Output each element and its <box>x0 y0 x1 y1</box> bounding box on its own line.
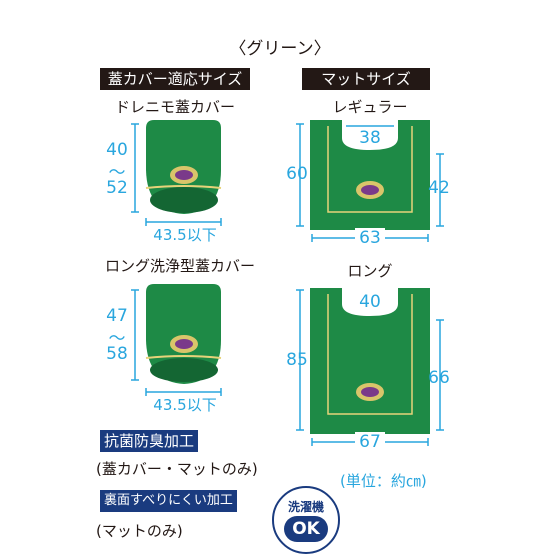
lid1-height-top: 40 <box>106 140 128 160</box>
lid1-label: ドレニモ蓋カバー <box>114 98 235 116</box>
lid-size-header: 蓋カバー適応サイズ <box>100 68 250 90</box>
mat-size-header: マットサイズ <box>302 68 430 90</box>
page-title: 〈グリーン〉 <box>229 39 331 59</box>
mat-long <box>310 288 430 434</box>
mat2-height: 85 <box>286 350 308 370</box>
mat1-label: レギュラー <box>332 98 408 116</box>
washing-machine-label: 洗濯機 <box>287 500 324 514</box>
antibacterial-badge: 抗菌防臭加工 <box>100 430 199 452</box>
non-slip-note: (マットのみ) <box>96 522 183 540</box>
lid-cover-long <box>145 284 222 384</box>
lid2-width: 43.5以下 <box>153 396 217 414</box>
mat2-height-line <box>296 289 304 431</box>
lid1-height-bottom: 52 <box>106 178 128 198</box>
lid2-height-line <box>131 289 139 381</box>
mat1-height-line <box>296 123 304 227</box>
lid1-width-line <box>145 218 222 226</box>
lid1-width: 43.5以下 <box>153 226 217 244</box>
lid1-height-line <box>131 123 139 213</box>
mat1-notch: 38 <box>359 128 381 148</box>
antibacterial-note: (蓋カバー・マットのみ) <box>96 460 258 478</box>
lid2-width-line <box>145 388 222 396</box>
lid2-label: ロング洗浄型蓋カバー <box>104 257 255 275</box>
lid1-height-tilde: ～ <box>108 163 126 183</box>
mat1-width: 63 <box>355 228 385 248</box>
mat2-notch: 40 <box>359 292 381 312</box>
non-slip-badge: 裏面すべりにくい加工 <box>100 490 237 512</box>
mat2-width: 67 <box>355 432 385 452</box>
lid2-height-bottom: 58 <box>106 344 128 364</box>
mat1-side-line <box>436 153 444 227</box>
mat2-label: ロング <box>347 262 393 280</box>
unit-note: (単位：約㎝) <box>340 472 427 490</box>
mat1-side: 42 <box>428 178 450 198</box>
mat2-side: 66 <box>428 368 450 388</box>
washing-machine-ok-seal: 洗濯機 OK <box>272 486 340 554</box>
lid2-height-tilde: ～ <box>108 329 126 349</box>
mat1-height: 60 <box>286 164 308 184</box>
mat-regular <box>310 120 430 230</box>
mat2-side-line <box>436 319 444 431</box>
ok-label: OK <box>284 516 328 542</box>
lid-cover-regular <box>145 120 222 214</box>
lid2-height-top: 47 <box>106 306 128 326</box>
